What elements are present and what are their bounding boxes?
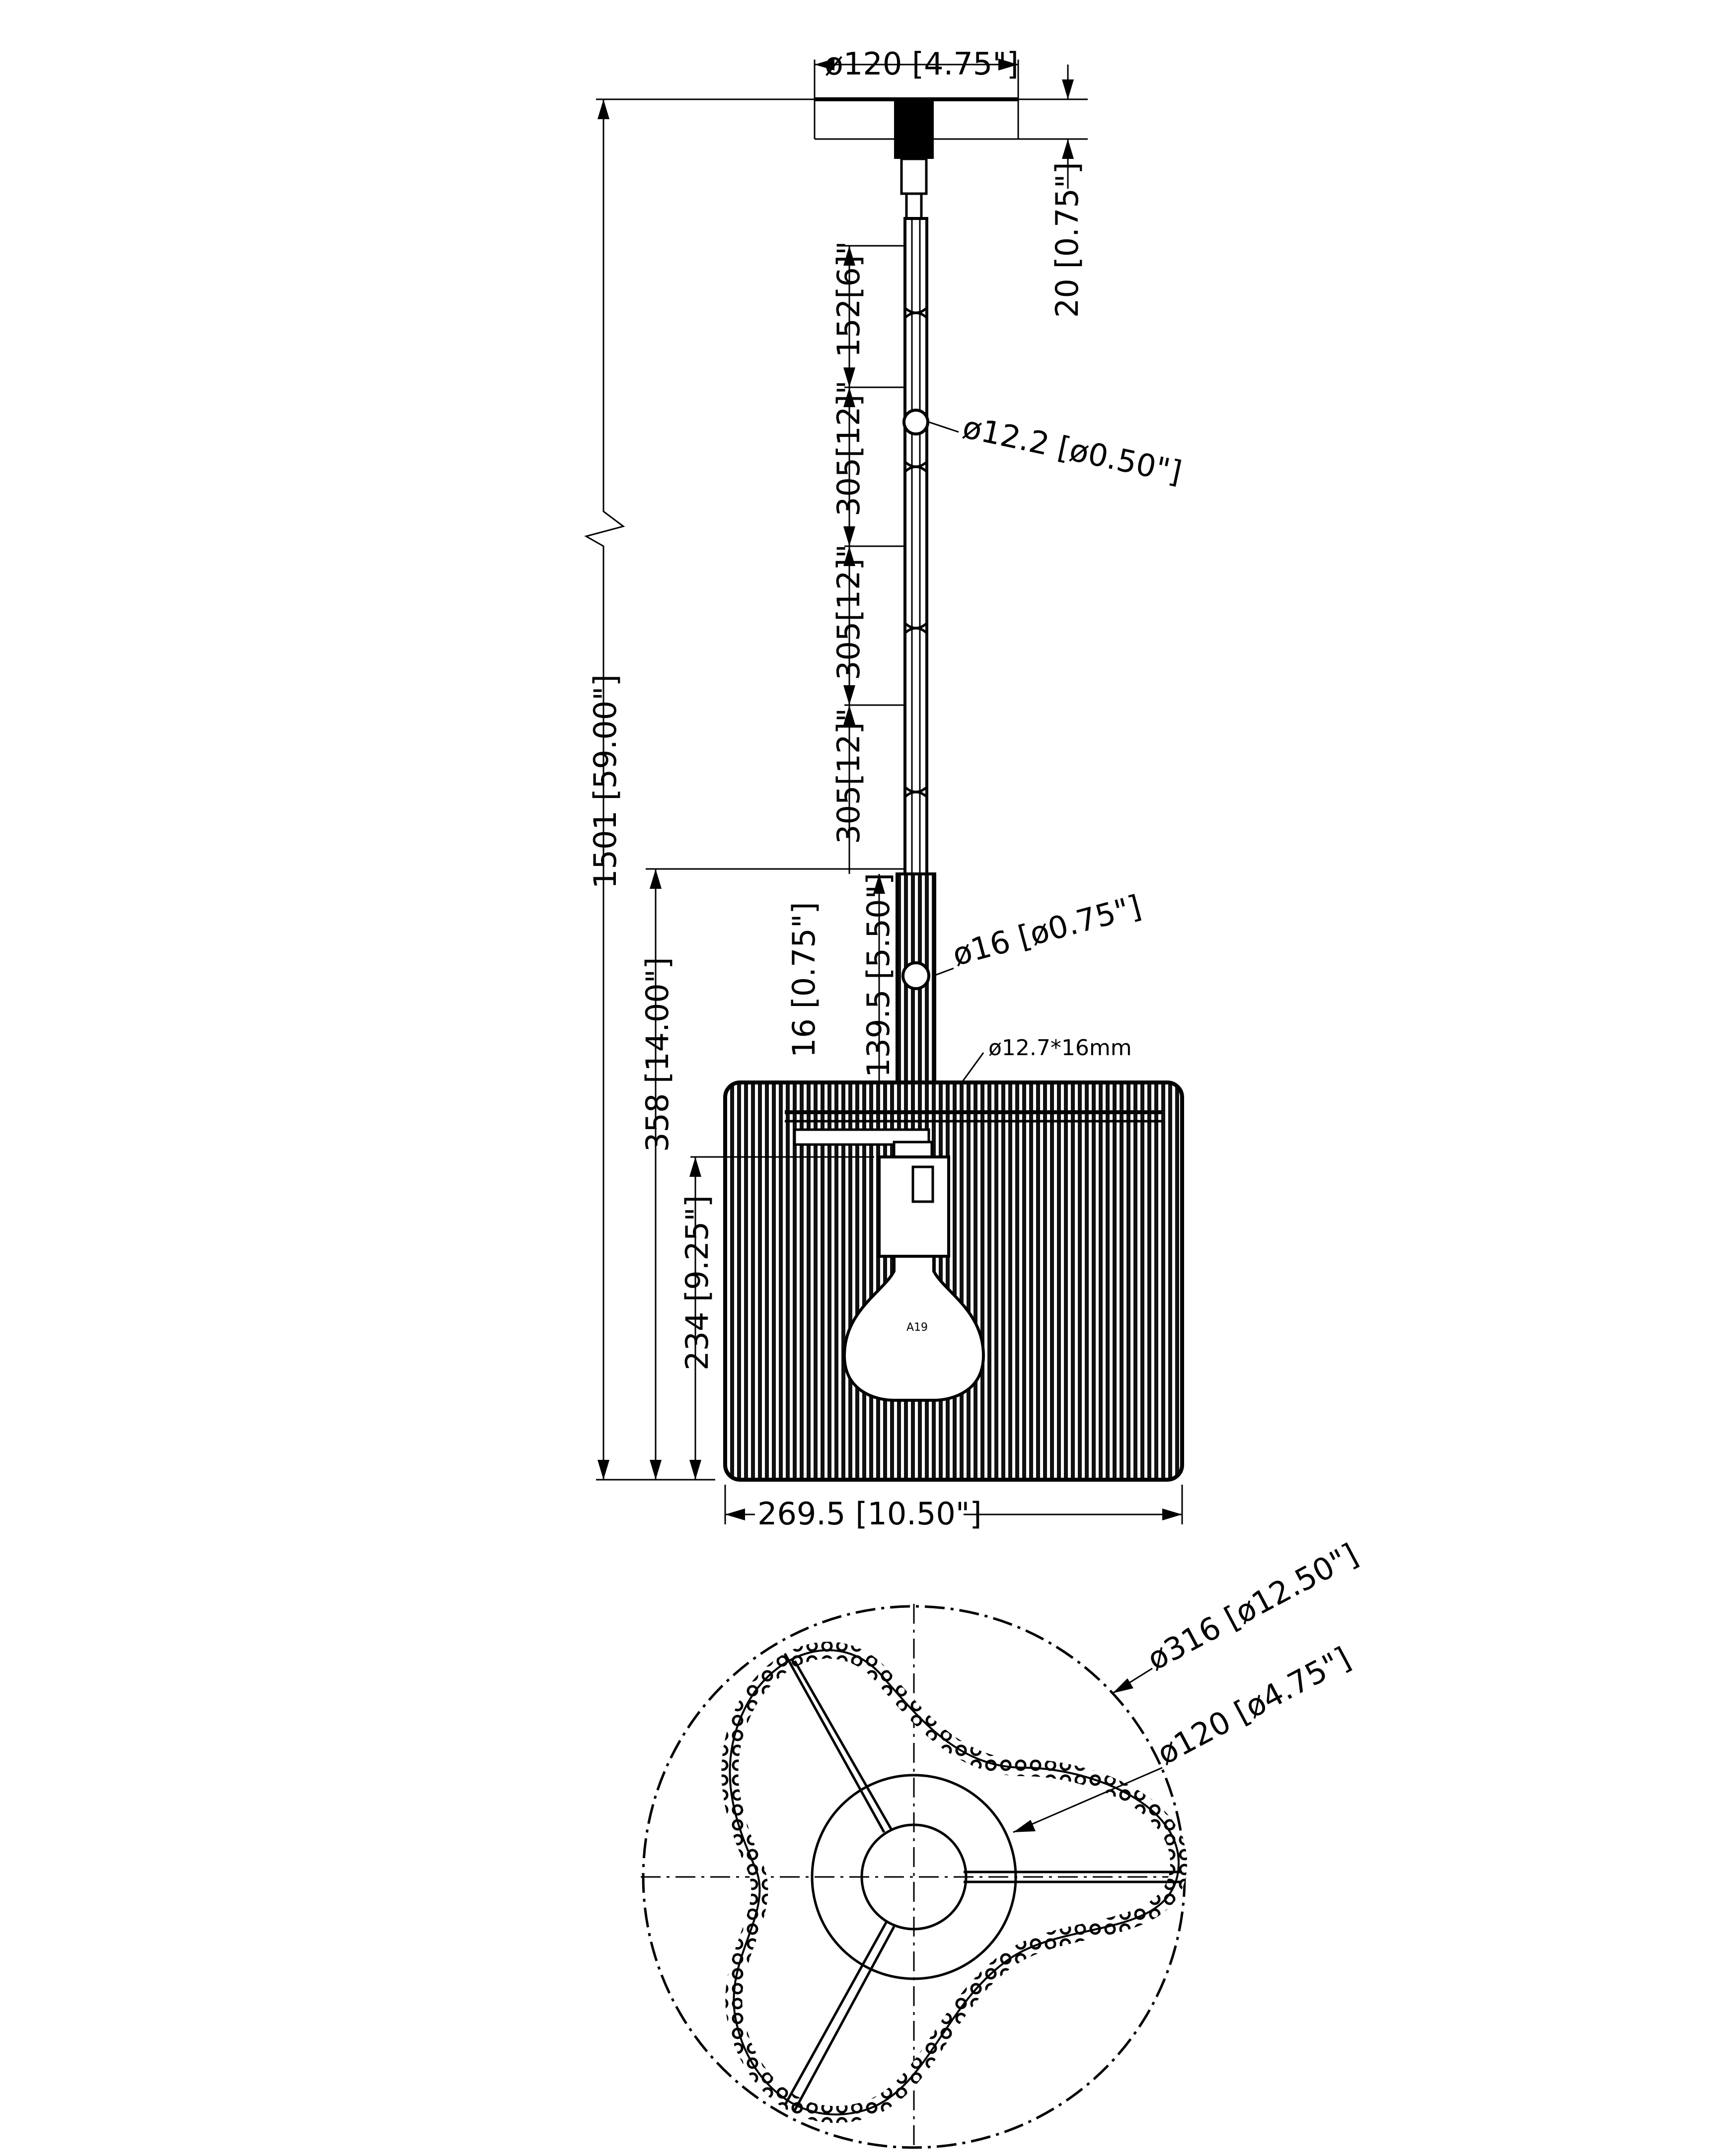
elevation-view: ø120 [4.75"] 20 [0.75"] bbox=[584, 46, 1185, 1532]
overall-height-dimension: 1501 [59.00"] bbox=[584, 98, 815, 1481]
rod-joint bbox=[904, 307, 928, 319]
support-spokes bbox=[783, 1653, 1182, 2111]
bulb-label: A19 bbox=[906, 1321, 928, 1334]
rod-segment-dimensions: 152[6]" 305[12]" 305[12]" 305[12]" bbox=[830, 241, 905, 874]
bulb bbox=[842, 1255, 985, 1402]
rod-segment-3-label: 305[12]" bbox=[830, 708, 867, 844]
stem-diameter-label: ø16 [ø0.75"] bbox=[949, 888, 1145, 973]
shade-body-height-label: 234 [9.25"] bbox=[679, 1195, 715, 1370]
shade-width-dimension: 269.5 [10.50"] bbox=[724, 1485, 1183, 1532]
shade-body bbox=[723, 1080, 1184, 1482]
canopy-diameter-dimension: ø120 [4.75"] bbox=[815, 46, 1019, 82]
rod-joint bbox=[904, 461, 928, 473]
rod-top-segment-label: 152[6]" bbox=[830, 241, 867, 358]
rod-segment-2-label: 305[12]" bbox=[830, 544, 867, 680]
rod-joint bbox=[904, 786, 928, 798]
stem-diameter-callout: ø16 [ø0.75"] bbox=[933, 888, 1145, 977]
canopy-height-label: 20 [0.75"] bbox=[1049, 162, 1085, 318]
fitting-label: ø12.7*16mm bbox=[988, 1035, 1132, 1061]
plan-inner-diameter-callout: ø120 [ø4.75"] bbox=[1013, 1640, 1356, 1833]
rod-diameter-callout: ø12.2 [ø0.50"] bbox=[928, 409, 1185, 491]
socket-and-bulb: A19 bbox=[842, 1155, 985, 1402]
stem-length-label: 139.5 [5.50"] bbox=[860, 873, 897, 1078]
fixture-height-dimension: 358 [14.00"] bbox=[639, 868, 894, 1480]
canopy bbox=[814, 60, 1019, 220]
stem-length-dimension: 139.5 [5.50"] bbox=[860, 873, 897, 1112]
top-band-label: 16 [0.75"] bbox=[786, 902, 822, 1058]
canopy-diameter-label: ø120 [4.75"] bbox=[825, 46, 1019, 82]
overall-height-label: 1501 [59.00"] bbox=[587, 674, 623, 889]
rod-diameter-label: ø12.2 [ø0.50"] bbox=[960, 409, 1185, 491]
shade-body-height-dimension: 234 [9.25"] bbox=[679, 1156, 874, 1480]
canopy-height-dimension: 20 [0.75"] bbox=[1018, 65, 1088, 318]
plan-view: ø316 [ø12.50"] ø120 [ø4.75"] bbox=[641, 1536, 1364, 2150]
rod-segment-1-label: 305[12]" bbox=[830, 380, 867, 516]
fixture-height-label: 358 [14.00"] bbox=[639, 957, 675, 1152]
shade-width-label: 269.5 [10.50"] bbox=[757, 1496, 982, 1532]
fitting-callout: ø12.7*16mm bbox=[943, 1035, 1132, 1108]
suspension-rod bbox=[902, 217, 929, 875]
rod-joint bbox=[904, 622, 928, 634]
